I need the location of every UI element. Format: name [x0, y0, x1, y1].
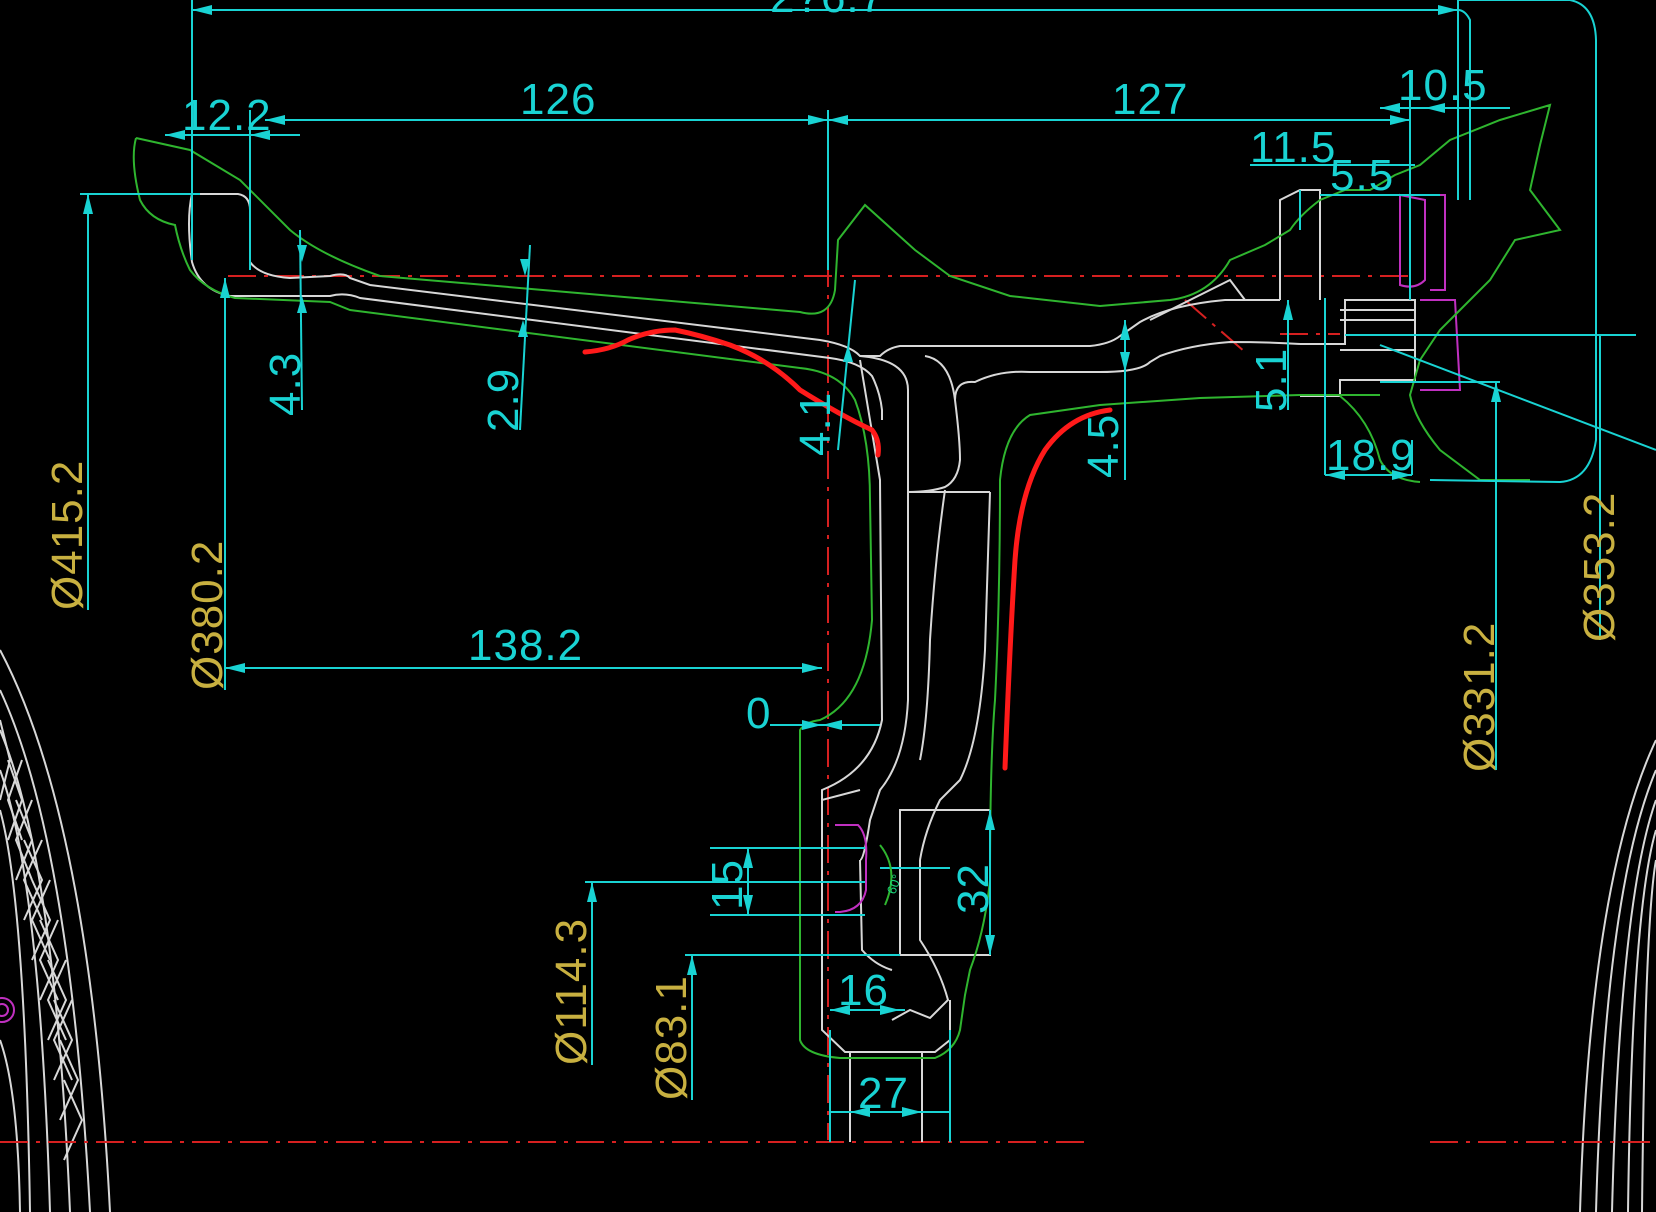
dim-right-thickness: 4.5: [1079, 414, 1128, 478]
dimension-arrows: [83, 5, 1501, 1117]
dim-spoke-thickness: 4.1: [791, 392, 840, 456]
dim-left-thickness: 4.3: [261, 352, 310, 416]
dim-hub-16: 16: [838, 966, 889, 1015]
dim-right-small: 5.5: [1330, 151, 1394, 200]
dim-hub-32: 32: [949, 863, 998, 914]
dim-right-step: 11.5: [1250, 123, 1336, 172]
dim-left-flange-width: 126: [520, 75, 596, 124]
diameter-labels: Ø415.2 Ø380.2 Ø353.2 Ø331.2 Ø114.3 Ø83.1: [43, 460, 1624, 1100]
centerlines: [0, 115, 1656, 1143]
dim-mid-thickness: 2.9: [479, 368, 528, 432]
dim-right-flange-width: 127: [1112, 75, 1188, 124]
dim-left-lip: 12.2: [182, 91, 272, 140]
diameter-83: Ø83.1: [647, 975, 696, 1100]
left-wheel-bolt: [0, 997, 15, 1023]
diameter-331: Ø331.2: [1455, 622, 1504, 772]
dim-right-lip: 10.5: [1398, 61, 1488, 110]
dimension-lines: [80, 0, 1656, 1142]
left-wheel-arcs: [0, 649, 111, 1212]
dim-top-overall: 2?6.7: [770, 0, 885, 22]
dim-hub-27: 27: [858, 1069, 909, 1118]
angle-arc: [879, 844, 893, 906]
red-highlights: [582, 327, 1113, 771]
dimension-labels: 2?6.7 126 127 12.2 10.5 11.5 5.5 138.2 0…: [182, 0, 1488, 1118]
dim-right-flange-thickness: 5.1: [1247, 348, 1296, 412]
diameter-353: Ø353.2: [1575, 492, 1624, 642]
angle-60-label: 60°: [884, 872, 905, 896]
diameter-415: Ø415.2: [43, 460, 92, 610]
dim-offset-zero: 0: [746, 689, 771, 738]
dim-offset-138: 138.2: [468, 621, 583, 670]
dim-hub-15: 15: [703, 859, 752, 910]
right-wheel-arcs: [1579, 739, 1656, 1212]
dim-right-flange-offset: 18.9: [1326, 431, 1416, 480]
diameter-380: Ø380.2: [183, 540, 232, 690]
diameter-114: Ø114.3: [547, 918, 596, 1065]
